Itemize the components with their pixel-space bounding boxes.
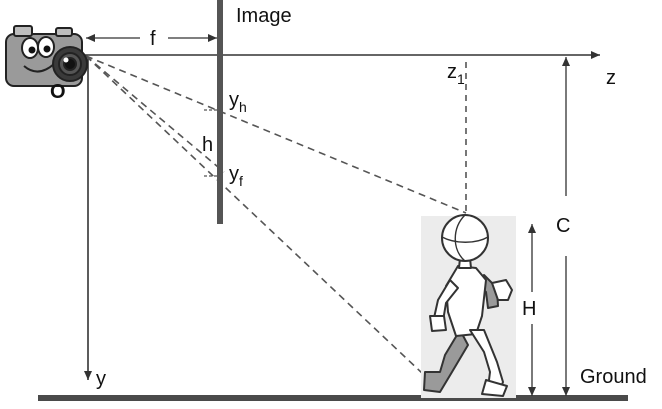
walking-person-figure [423,214,513,397]
image-plane-label: Image [236,5,292,27]
ray-to-foot [85,55,441,391]
h-height-label: H [522,298,536,320]
y-axis-label: y [96,368,106,390]
yh-base: y [229,89,239,111]
z1-subscript: 1 [457,71,465,87]
h-label: h [202,134,213,156]
ray-mid [85,55,225,173]
z1-label: z1 [447,61,465,87]
z1-base: z [447,61,457,83]
yf-label: yf [229,163,243,189]
f-label: f [150,28,156,50]
c-label: C [556,215,570,237]
origin-label: O [50,81,66,103]
cartoon-camera-icon [5,25,88,87]
yf-base: y [229,163,239,185]
yh-label: yh [229,89,247,115]
yh-subscript: h [239,99,247,115]
ground-label: Ground [580,366,647,388]
ray-to-head [85,55,467,214]
yf-subscript: f [239,173,243,189]
z-axis-label: z [606,67,616,89]
